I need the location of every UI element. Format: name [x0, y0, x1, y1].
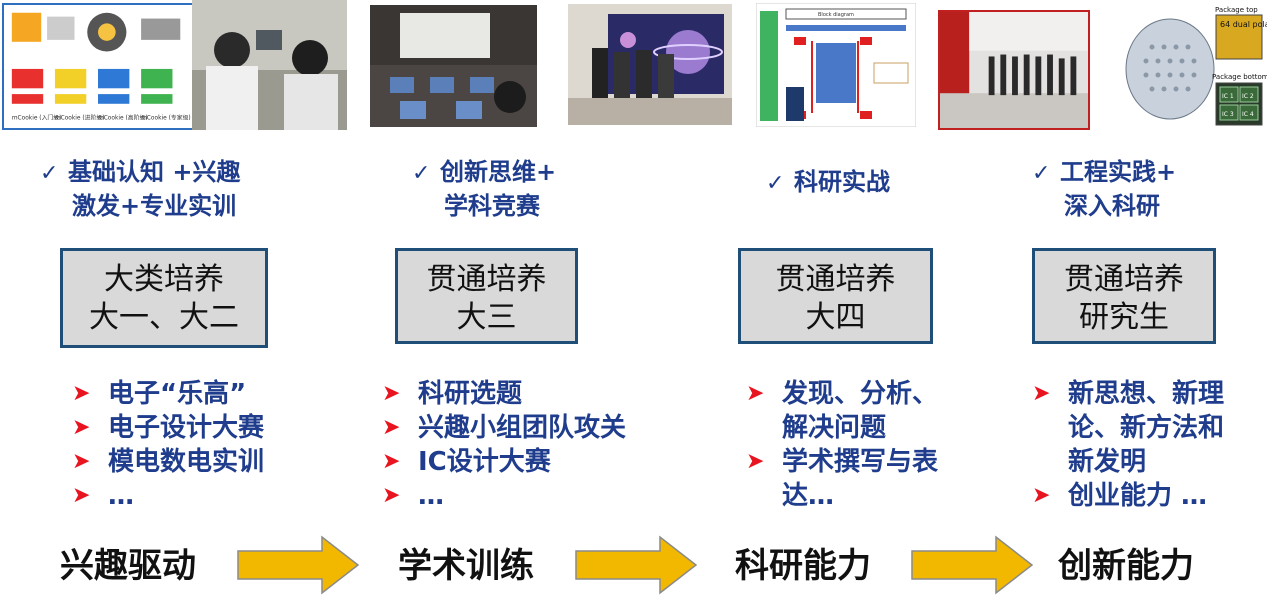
list-item: ➤… — [72, 481, 134, 511]
arrow-bullet-icon: ➤ — [382, 415, 401, 440]
arrow-bullet-icon: ➤ — [1032, 483, 1051, 508]
list-item: ➤模电数电实训 — [72, 447, 265, 477]
arrow-bullet-icon: ➤ — [72, 449, 91, 474]
photo-classroom — [370, 5, 537, 127]
list-item: ➤新思想、新理论、新方法和新发明 — [1032, 379, 1225, 477]
flow-arrow-2-icon — [575, 535, 698, 595]
column-1-stage-box: 大类培养 大一、大二 — [60, 248, 268, 348]
column-2-stage-box: 贯通培养 大三 — [395, 248, 578, 344]
package-bottom-label: Package bottom — [1212, 73, 1267, 81]
ic-label: IC 4 — [1242, 111, 1254, 118]
check-icon: ✓ — [40, 161, 59, 186]
column-3-goal: ✓科研实战 — [766, 166, 890, 200]
antenna-count-label: 64 dual polarized antennas — [1220, 20, 1267, 29]
list-item: ➤学术撰写与表达… — [746, 447, 939, 511]
outcome-innovation-ability: 创新能力 — [1058, 546, 1194, 586]
check-icon: ✓ — [412, 161, 431, 186]
arrow-bullet-icon: ➤ — [382, 449, 401, 474]
column-4-stage-box: 贯通培养 研究生 — [1032, 248, 1216, 344]
list-item: ➤兴趣小组团队攻关 — [382, 413, 627, 443]
arrow-bullet-icon: ➤ — [72, 381, 91, 406]
column-3-stage-box: 贯通培养 大四 — [738, 248, 933, 344]
column-1-bullets: ➤电子“乐高” ➤电子设计大赛 ➤模电数电实训 ➤… — [70, 377, 330, 513]
arrow-bullet-icon: ➤ — [382, 483, 401, 508]
ic-label: IC 1 — [1222, 93, 1234, 100]
photo-block-diagram: Block diagram — [756, 3, 916, 127]
list-item: ➤… — [382, 481, 444, 511]
outcome-interest-driven: 兴趣驱动 — [60, 546, 196, 586]
arrow-bullet-icon: ➤ — [72, 415, 91, 440]
kit-label: mCookie (高阶级) — [98, 113, 148, 121]
diagram-title: Block diagram — [818, 12, 854, 18]
flow-arrow-3-icon — [911, 535, 1034, 595]
check-icon: ✓ — [766, 171, 785, 196]
outcome-research-ability: 科研能力 — [735, 546, 871, 586]
flow-arrow-1-icon — [237, 535, 360, 595]
ic-label: IC 3 — [1222, 111, 1234, 118]
outcome-academic-training: 学术训练 — [398, 546, 534, 586]
arrow-bullet-icon: ➤ — [72, 483, 91, 508]
arrow-bullet-icon: ➤ — [1032, 381, 1051, 406]
check-icon: ✓ — [1032, 161, 1051, 186]
arrow-bullet-icon: ➤ — [382, 381, 401, 406]
list-item: ➤创业能力 … — [1032, 481, 1208, 511]
column-2-bullets: ➤科研选题 ➤兴趣小组团队攻关 ➤IC设计大赛 ➤… — [380, 377, 680, 513]
package-top-label: Package top — [1215, 6, 1258, 14]
photo-team-planet-backdrop — [568, 4, 732, 125]
list-item: ➤电子设计大赛 — [72, 413, 265, 443]
column-4-bullets: ➤新思想、新理论、新方法和新发明 ➤创业能力 … — [1030, 377, 1265, 513]
photo-students-lab — [192, 0, 347, 130]
photo-antenna-package: Package top 64 dual polarized antennas P… — [1112, 3, 1267, 130]
list-item: ➤电子“乐高” — [72, 379, 247, 409]
column-1-goal: ✓基础认知 +兴趣 激发+专业实训 — [40, 158, 241, 220]
kit-label: mCookie (入门级) — [12, 113, 62, 121]
arrow-bullet-icon: ➤ — [746, 449, 765, 474]
list-item: ➤IC设计大赛 — [382, 447, 551, 477]
column-3-bullets: ➤发现、分析、解决问题 ➤学术撰写与表达… — [744, 377, 984, 513]
column-4-goal: ✓工程实践+ 深入科研 — [1032, 158, 1177, 220]
photo-mcookie-kits: mCookie (入门级) mCookie (进阶级) mCookie (高阶级… — [2, 3, 196, 130]
column-2-goal: ✓创新思维+ 学科竞赛 — [412, 158, 557, 220]
list-item: ➤科研选题 — [382, 379, 523, 409]
photo-group-visit — [938, 10, 1090, 130]
list-item: ➤发现、分析、解决问题 — [746, 379, 939, 443]
arrow-bullet-icon: ➤ — [746, 381, 765, 406]
ic-label: IC 2 — [1242, 93, 1254, 100]
kit-label: mCookie (专家级) — [141, 113, 191, 121]
kit-label: mCookie (进阶级) — [55, 113, 105, 121]
